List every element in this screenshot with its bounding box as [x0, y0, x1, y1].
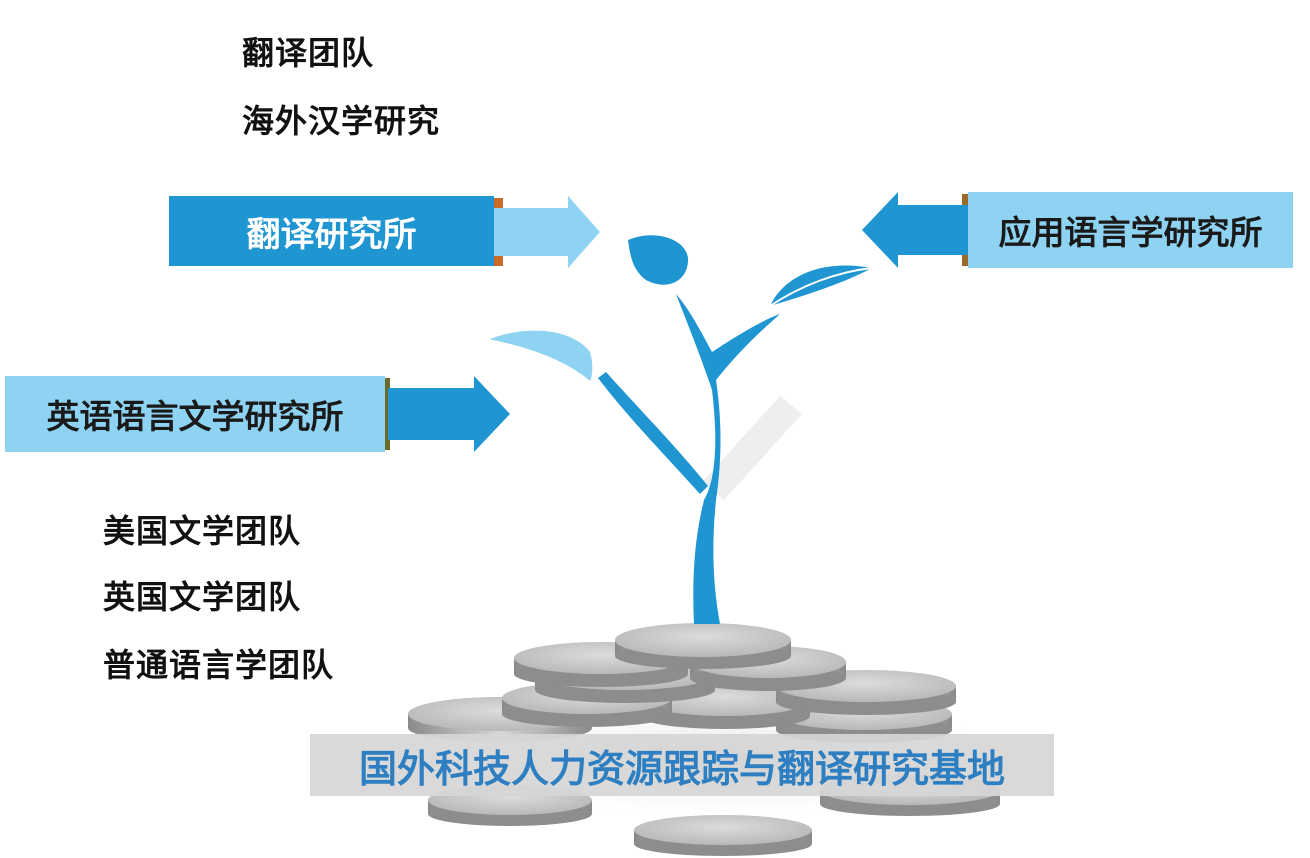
team-british-literature: 英国文学团队 — [103, 578, 302, 616]
institute-translation-label: 翻译研究所 — [246, 214, 417, 255]
base-title: 国外科技人力资源跟踪与翻译研究基地 — [358, 746, 1005, 791]
institute-translation: 翻译研究所 — [169, 196, 494, 266]
team-translation: 翻译团队 — [242, 34, 375, 72]
coin — [776, 670, 956, 715]
base-title-banner: 国外科技人力资源跟踪与翻译研究基地 — [310, 734, 1054, 796]
institute-applied-linguistics: 应用语言学研究所 — [968, 192, 1293, 268]
arrow-english-literature — [382, 376, 510, 452]
team-american-literature: 美国文学团队 — [103, 512, 302, 550]
team-general-linguistics: 普通语言学团队 — [103, 646, 335, 684]
arrow-translation — [494, 196, 600, 268]
coin — [634, 815, 812, 856]
coin — [615, 623, 791, 669]
sprout — [487, 235, 873, 624]
team-sinology: 海外汉学研究 — [242, 102, 441, 140]
institute-applied-linguistics-label: 应用语言学研究所 — [998, 213, 1263, 252]
arrow-applied-linguistics — [862, 192, 968, 268]
institute-english-literature-label: 英语语言文学研究所 — [46, 397, 344, 436]
institute-english-literature: 英语语言文学研究所 — [5, 376, 385, 452]
